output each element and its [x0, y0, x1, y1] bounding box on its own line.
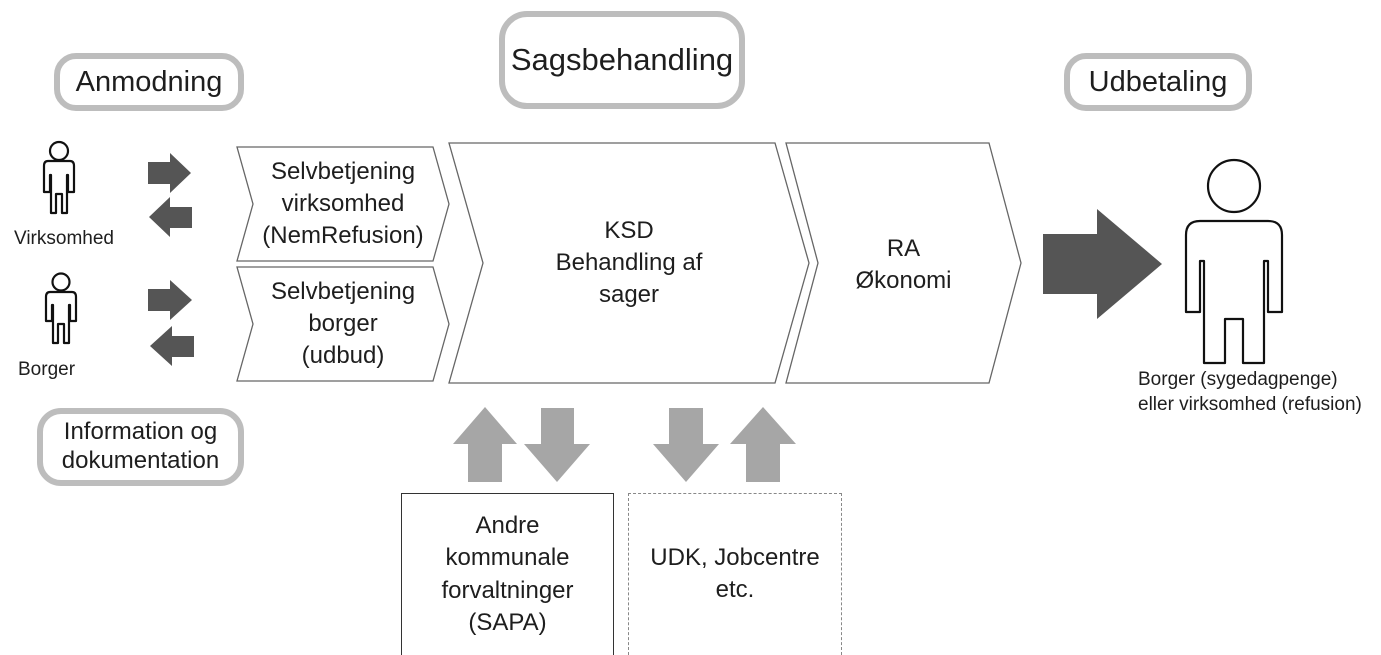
information-line-1: Information og: [63, 418, 218, 446]
arrow-right-icon: [1043, 209, 1162, 319]
andre-line-1: Andre: [475, 511, 540, 539]
ksd-line-1: KSD: [604, 217, 654, 245]
ksd-line-3: sager: [598, 280, 660, 308]
chevron-selfservice-citizen: [236, 266, 450, 382]
stage-udbetaling: Udbetaling: [1064, 53, 1252, 111]
stage-sagsbehandling-label: Sagsbehandling: [510, 42, 734, 78]
recipient-label-line-2: eller virksomhed (refusion): [1138, 394, 1362, 415]
arrow-right-icon: [148, 153, 191, 193]
selfservice-citizen-line-2: borger: [308, 310, 378, 338]
selfservice-company-line-2: virksomhed: [281, 190, 405, 218]
ksd-text: KSD Behandling af sager: [483, 208, 775, 318]
actor-borger-label: Borger: [18, 359, 76, 380]
box-andre-forvaltninger: Andre kommunale forvaltninger (SAPA): [401, 493, 614, 655]
person-icon: [44, 272, 78, 345]
stage-anmodning-label: Anmodning: [75, 65, 223, 98]
box-udk-jobcentre: UDK, Jobcentre etc.: [628, 493, 842, 655]
ra-text: RA Økonomi: [818, 229, 989, 301]
information-line-2: dokumentation: [61, 447, 220, 474]
stage-anmodning: Anmodning: [54, 53, 244, 111]
selfservice-citizen-line-1: Selvbetjening: [270, 278, 416, 306]
recipient-label-line-1: Borger (sygedagpenge): [1138, 369, 1338, 390]
arrow-left-icon: [150, 326, 194, 366]
selfservice-company-line-1: Selvbetjening: [270, 158, 416, 186]
actor-virksomhed-label: Virksomhed: [14, 228, 114, 249]
arrow-left-icon: [149, 197, 192, 237]
andre-line-4: (SAPA): [468, 608, 547, 636]
person-icon: [42, 140, 76, 215]
chevron-ra: [785, 142, 1022, 384]
arrow-right-icon: [148, 280, 192, 320]
selfservice-company-line-3: (NemRefusion): [262, 221, 424, 249]
selfservice-citizen-line-3: (udbud): [301, 341, 385, 369]
stage-sagsbehandling: Sagsbehandling: [499, 11, 745, 109]
andre-line-2: kommunale: [445, 544, 570, 572]
udk-line-1: UDK, Jobcentre: [650, 544, 820, 571]
selfservice-company-text: Selvbetjening virksomhed (NemRefusion): [253, 147, 433, 261]
arrow-down-icon: [524, 408, 590, 482]
chevron-ksd: [448, 142, 810, 384]
ra-line-2: Økonomi: [855, 267, 952, 294]
arrow-up-icon: [453, 407, 517, 482]
stage-udbetaling-label: Udbetaling: [1088, 65, 1228, 98]
selfservice-citizen-text: Selvbetjening borger (udbud): [253, 267, 433, 381]
arrow-down-icon: [653, 408, 719, 482]
ra-line-1: RA: [886, 235, 921, 263]
andre-line-3: forvaltninger: [441, 576, 574, 604]
chevron-selfservice-company: [236, 146, 450, 262]
ksd-line-2: Behandling af: [555, 249, 703, 277]
udk-line-2: etc.: [715, 576, 755, 604]
person-icon: [1184, 158, 1284, 365]
arrow-up-icon: [730, 407, 796, 482]
stage-information: Information og dokumentation: [37, 408, 244, 486]
